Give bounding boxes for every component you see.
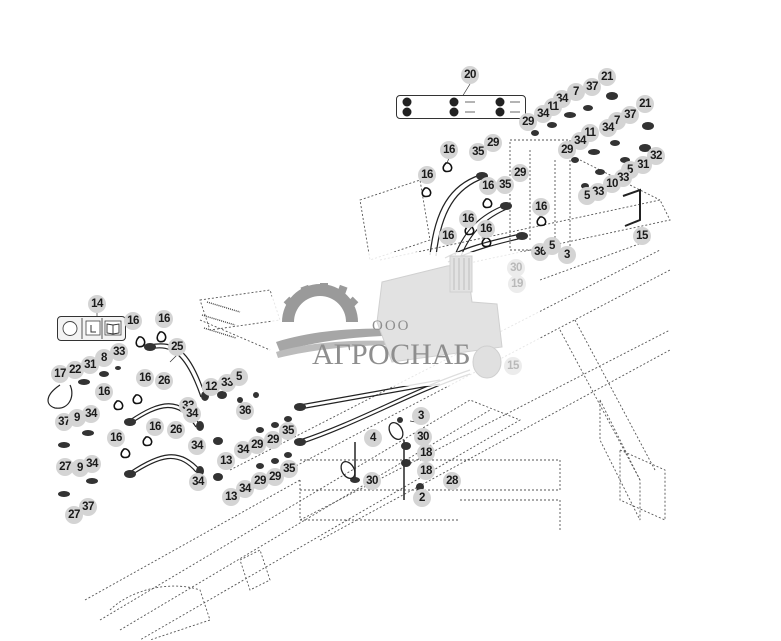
callout-part-21[interactable]: 21 (598, 68, 616, 86)
callout-part-30[interactable]: 30 (507, 259, 525, 277)
callout-part-29[interactable]: 29 (511, 164, 529, 182)
callout-part-16[interactable]: 16 (532, 198, 550, 216)
callout-part-27[interactable]: 27 (65, 506, 83, 524)
callout-part-34[interactable]: 34 (82, 405, 100, 423)
callout-part-13[interactable]: 13 (217, 452, 235, 470)
callout-part-16[interactable]: 16 (440, 141, 458, 159)
callout-part-29[interactable]: 29 (266, 468, 284, 486)
callout-part-16[interactable]: 16 (124, 312, 142, 330)
callout-part-18[interactable]: 18 (417, 462, 435, 480)
callout-part-30[interactable]: 30 (363, 472, 381, 490)
watermark-company-name: АГРОСНАБ (312, 338, 471, 371)
callout-part-31[interactable]: 31 (81, 356, 99, 374)
callout-part-28[interactable]: 28 (443, 472, 461, 490)
callout-part-21[interactable]: 21 (636, 95, 654, 113)
callout-part-17[interactable]: 17 (51, 365, 69, 383)
callout-part-16[interactable]: 16 (477, 220, 495, 238)
callout-part-35[interactable]: 35 (496, 176, 514, 194)
callout-part-34[interactable]: 34 (571, 132, 589, 150)
callout-part-5[interactable]: 5 (578, 187, 596, 205)
hose-id-symbols-icon (402, 97, 520, 117)
callout-part-16[interactable]: 16 (479, 177, 497, 195)
callout-part-16[interactable]: 16 (459, 210, 477, 228)
callout-part-15[interactable]: 15 (504, 357, 522, 375)
callout-part-5[interactable]: 5 (543, 237, 561, 255)
callout-part-18[interactable]: 18 (417, 444, 435, 462)
callout-part-34[interactable]: 34 (599, 119, 617, 137)
watermark-prefix: ООО (372, 318, 411, 334)
callout-part-26[interactable]: 26 (155, 372, 173, 390)
callout-part-34[interactable]: 34 (188, 437, 206, 455)
callout-part-34[interactable]: 34 (234, 441, 252, 459)
callout-part-8[interactable]: 8 (95, 349, 113, 367)
callout-part-19[interactable]: 19 (508, 275, 526, 293)
callout-part-30[interactable]: 30 (414, 428, 432, 446)
callout-part-16[interactable]: 16 (136, 369, 154, 387)
callout-part-5[interactable]: 5 (230, 368, 248, 386)
callout-part-26[interactable]: 26 (167, 421, 185, 439)
decal-14-warning (57, 316, 126, 341)
callout-part-29[interactable]: 29 (264, 431, 282, 449)
callout-part-3[interactable]: 3 (412, 407, 430, 425)
callout-part-16[interactable]: 16 (418, 166, 436, 184)
callout-part-25[interactable]: 25 (168, 338, 186, 356)
callout-part-34[interactable]: 34 (189, 473, 207, 491)
callout-part-15[interactable]: 15 (633, 227, 651, 245)
callout-part-7[interactable]: 7 (567, 83, 585, 101)
callout-part-35[interactable]: 35 (280, 460, 298, 478)
callout-part-16[interactable]: 16 (107, 429, 125, 447)
callout-part-34[interactable]: 34 (83, 455, 101, 473)
callout-part-16[interactable]: 16 (95, 383, 113, 401)
callout-part-32[interactable]: 32 (647, 147, 665, 165)
callout-part-10[interactable]: 10 (603, 175, 621, 193)
callout-part-35[interactable]: 35 (469, 143, 487, 161)
callout-part-37[interactable]: 37 (79, 498, 97, 516)
callout-part-31[interactable]: 31 (634, 156, 652, 174)
decal-symbols-icon (62, 318, 122, 339)
callout-part-4[interactable]: 4 (364, 429, 382, 447)
callout-part-20[interactable]: 20 (461, 66, 479, 84)
callout-part-16[interactable]: 16 (146, 418, 164, 436)
callout-part-37[interactable]: 37 (583, 78, 601, 96)
callout-part-36[interactable]: 36 (236, 402, 254, 420)
callout-part-3[interactable]: 3 (558, 246, 576, 264)
callout-part-14[interactable]: 14 (88, 295, 106, 313)
callout-part-34[interactable]: 34 (534, 105, 552, 123)
callout-part-9[interactable]: 9 (68, 409, 86, 427)
decal-20-hose-id (396, 95, 526, 119)
callout-part-29[interactable]: 29 (484, 134, 502, 152)
callout-part-29[interactable]: 29 (519, 113, 537, 131)
callout-part-16[interactable]: 16 (155, 310, 173, 328)
callout-part-13[interactable]: 13 (222, 488, 240, 506)
callout-part-29[interactable]: 29 (558, 141, 576, 159)
callout-part-29[interactable]: 29 (251, 472, 269, 490)
callout-part-29[interactable]: 29 (248, 436, 266, 454)
callout-part-16[interactable]: 16 (439, 227, 457, 245)
callout-part-2[interactable]: 2 (413, 489, 431, 507)
callout-part-27[interactable]: 27 (56, 458, 74, 476)
callout-part-34[interactable]: 34 (183, 405, 201, 423)
callout-part-22[interactable]: 22 (66, 361, 84, 379)
callout-part-35[interactable]: 35 (279, 422, 297, 440)
callout-part-34[interactable]: 34 (236, 480, 254, 498)
callout-part-33[interactable]: 33 (110, 343, 128, 361)
callout-part-12[interactable]: 12 (202, 378, 220, 396)
